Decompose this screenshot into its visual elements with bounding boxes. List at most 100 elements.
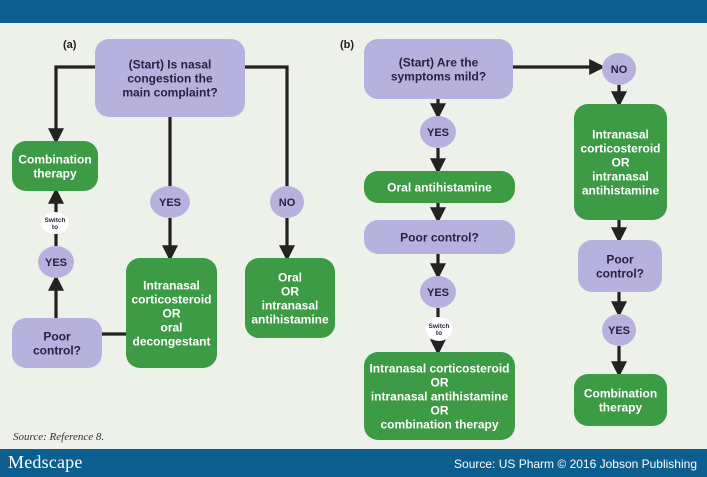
node-label: NO — [611, 64, 628, 76]
node-label-line: Intranasal corticosteroid — [369, 361, 509, 375]
node-label-line: OR — [281, 284, 299, 298]
node-label-line: symptoms mild? — [391, 69, 486, 83]
node-label-line: Switch — [45, 217, 66, 224]
node-b-poor1: Poor control? — [364, 220, 515, 254]
node-shape — [420, 116, 456, 148]
node-label-line: control? — [596, 266, 644, 280]
node-label: NO — [279, 197, 296, 209]
node-label-line: Intranasal — [592, 127, 649, 141]
a-line-start-left — [48, 65, 95, 145]
node-label: YES — [427, 127, 449, 139]
node-b-oral: Oral antihistamine — [364, 171, 515, 203]
node-label-line: Intranasal — [143, 278, 200, 292]
node-label-line: therapy — [33, 166, 77, 180]
node-label-line: OR — [431, 403, 449, 417]
node-label-line: antihistamine — [582, 183, 660, 197]
node-b-yes2: YES — [420, 276, 456, 308]
node-label-line: YES — [427, 127, 449, 139]
node-label-line: Combination — [18, 152, 91, 166]
node-shape — [602, 53, 636, 85]
node-label-line: NO — [611, 64, 628, 76]
node-a-no1: NO — [270, 186, 304, 218]
source-note: Source: Reference 8. — [13, 431, 105, 443]
node-label-line: combination therapy — [380, 417, 498, 431]
footer-bar — [0, 449, 707, 477]
node-shape — [426, 317, 452, 341]
node-label-line: intranasal — [592, 169, 649, 183]
node-label-line: (Start) Are the — [399, 55, 479, 69]
node-label-line: corticosteroid — [131, 292, 211, 306]
node-label: YES — [608, 325, 630, 337]
node-shape — [12, 141, 98, 191]
node-label-line: YES — [427, 287, 449, 299]
node-shape — [420, 276, 456, 308]
node-label-line: Switch — [429, 323, 450, 330]
node-label-line: OR — [431, 375, 449, 389]
node-label-line: (Start) Is nasal — [129, 57, 212, 71]
node-shape — [150, 186, 190, 218]
node-shape — [41, 212, 69, 234]
node-label-line: Poor — [43, 329, 71, 343]
node-label-line: YES — [45, 257, 67, 269]
node-label-line: congestion the — [127, 71, 213, 85]
node-shape — [38, 246, 74, 278]
node-label-line: to — [52, 224, 58, 231]
node-shape — [95, 39, 245, 117]
node-shape — [126, 258, 217, 368]
node-label: YES — [427, 287, 449, 299]
node-label-line: Oral — [278, 270, 302, 284]
node-b-yes3: YES — [602, 314, 636, 346]
node-b-yes1: YES — [420, 116, 456, 148]
node-b-no: NO — [602, 53, 636, 85]
node-label-line: antihistamine — [251, 312, 329, 326]
node-label: YES — [159, 197, 181, 209]
node-label: Poor control? — [400, 230, 479, 244]
node-a-yes2: YES — [38, 246, 74, 278]
node-label: YES — [45, 257, 67, 269]
brand-logo: Medscape — [8, 452, 83, 472]
a-line-start-right — [245, 65, 289, 186]
node-shape — [602, 314, 636, 346]
node-label-line: NO — [279, 197, 296, 209]
node-label-line: YES — [159, 197, 181, 209]
node-label-line: control? — [33, 343, 81, 357]
node-label-line: decongestant — [132, 334, 210, 348]
node-shape — [574, 374, 667, 426]
node-label-line: corticosteroid — [580, 141, 660, 155]
node-shape — [12, 318, 102, 368]
node-shape — [578, 240, 662, 292]
node-a-yes1: YES — [150, 186, 190, 218]
node-label-line: Oral antihistamine — [387, 180, 492, 194]
footer-credit: Source: US Pharm © 2016 Jobson Publishin… — [454, 457, 697, 471]
node-label-line: main complaint? — [122, 85, 217, 99]
node-shape — [574, 104, 667, 220]
node-label-line: intranasal — [262, 298, 319, 312]
node-label-line: oral — [160, 320, 182, 334]
node-shape — [245, 258, 335, 338]
panel-label-b: (b) — [340, 39, 354, 51]
node-label-line: Poor control? — [400, 230, 479, 244]
node-label-line: Poor — [606, 252, 634, 266]
node-label-line: to — [436, 330, 442, 337]
header-bar — [0, 0, 707, 23]
panel-label-a: (a) — [63, 39, 77, 51]
